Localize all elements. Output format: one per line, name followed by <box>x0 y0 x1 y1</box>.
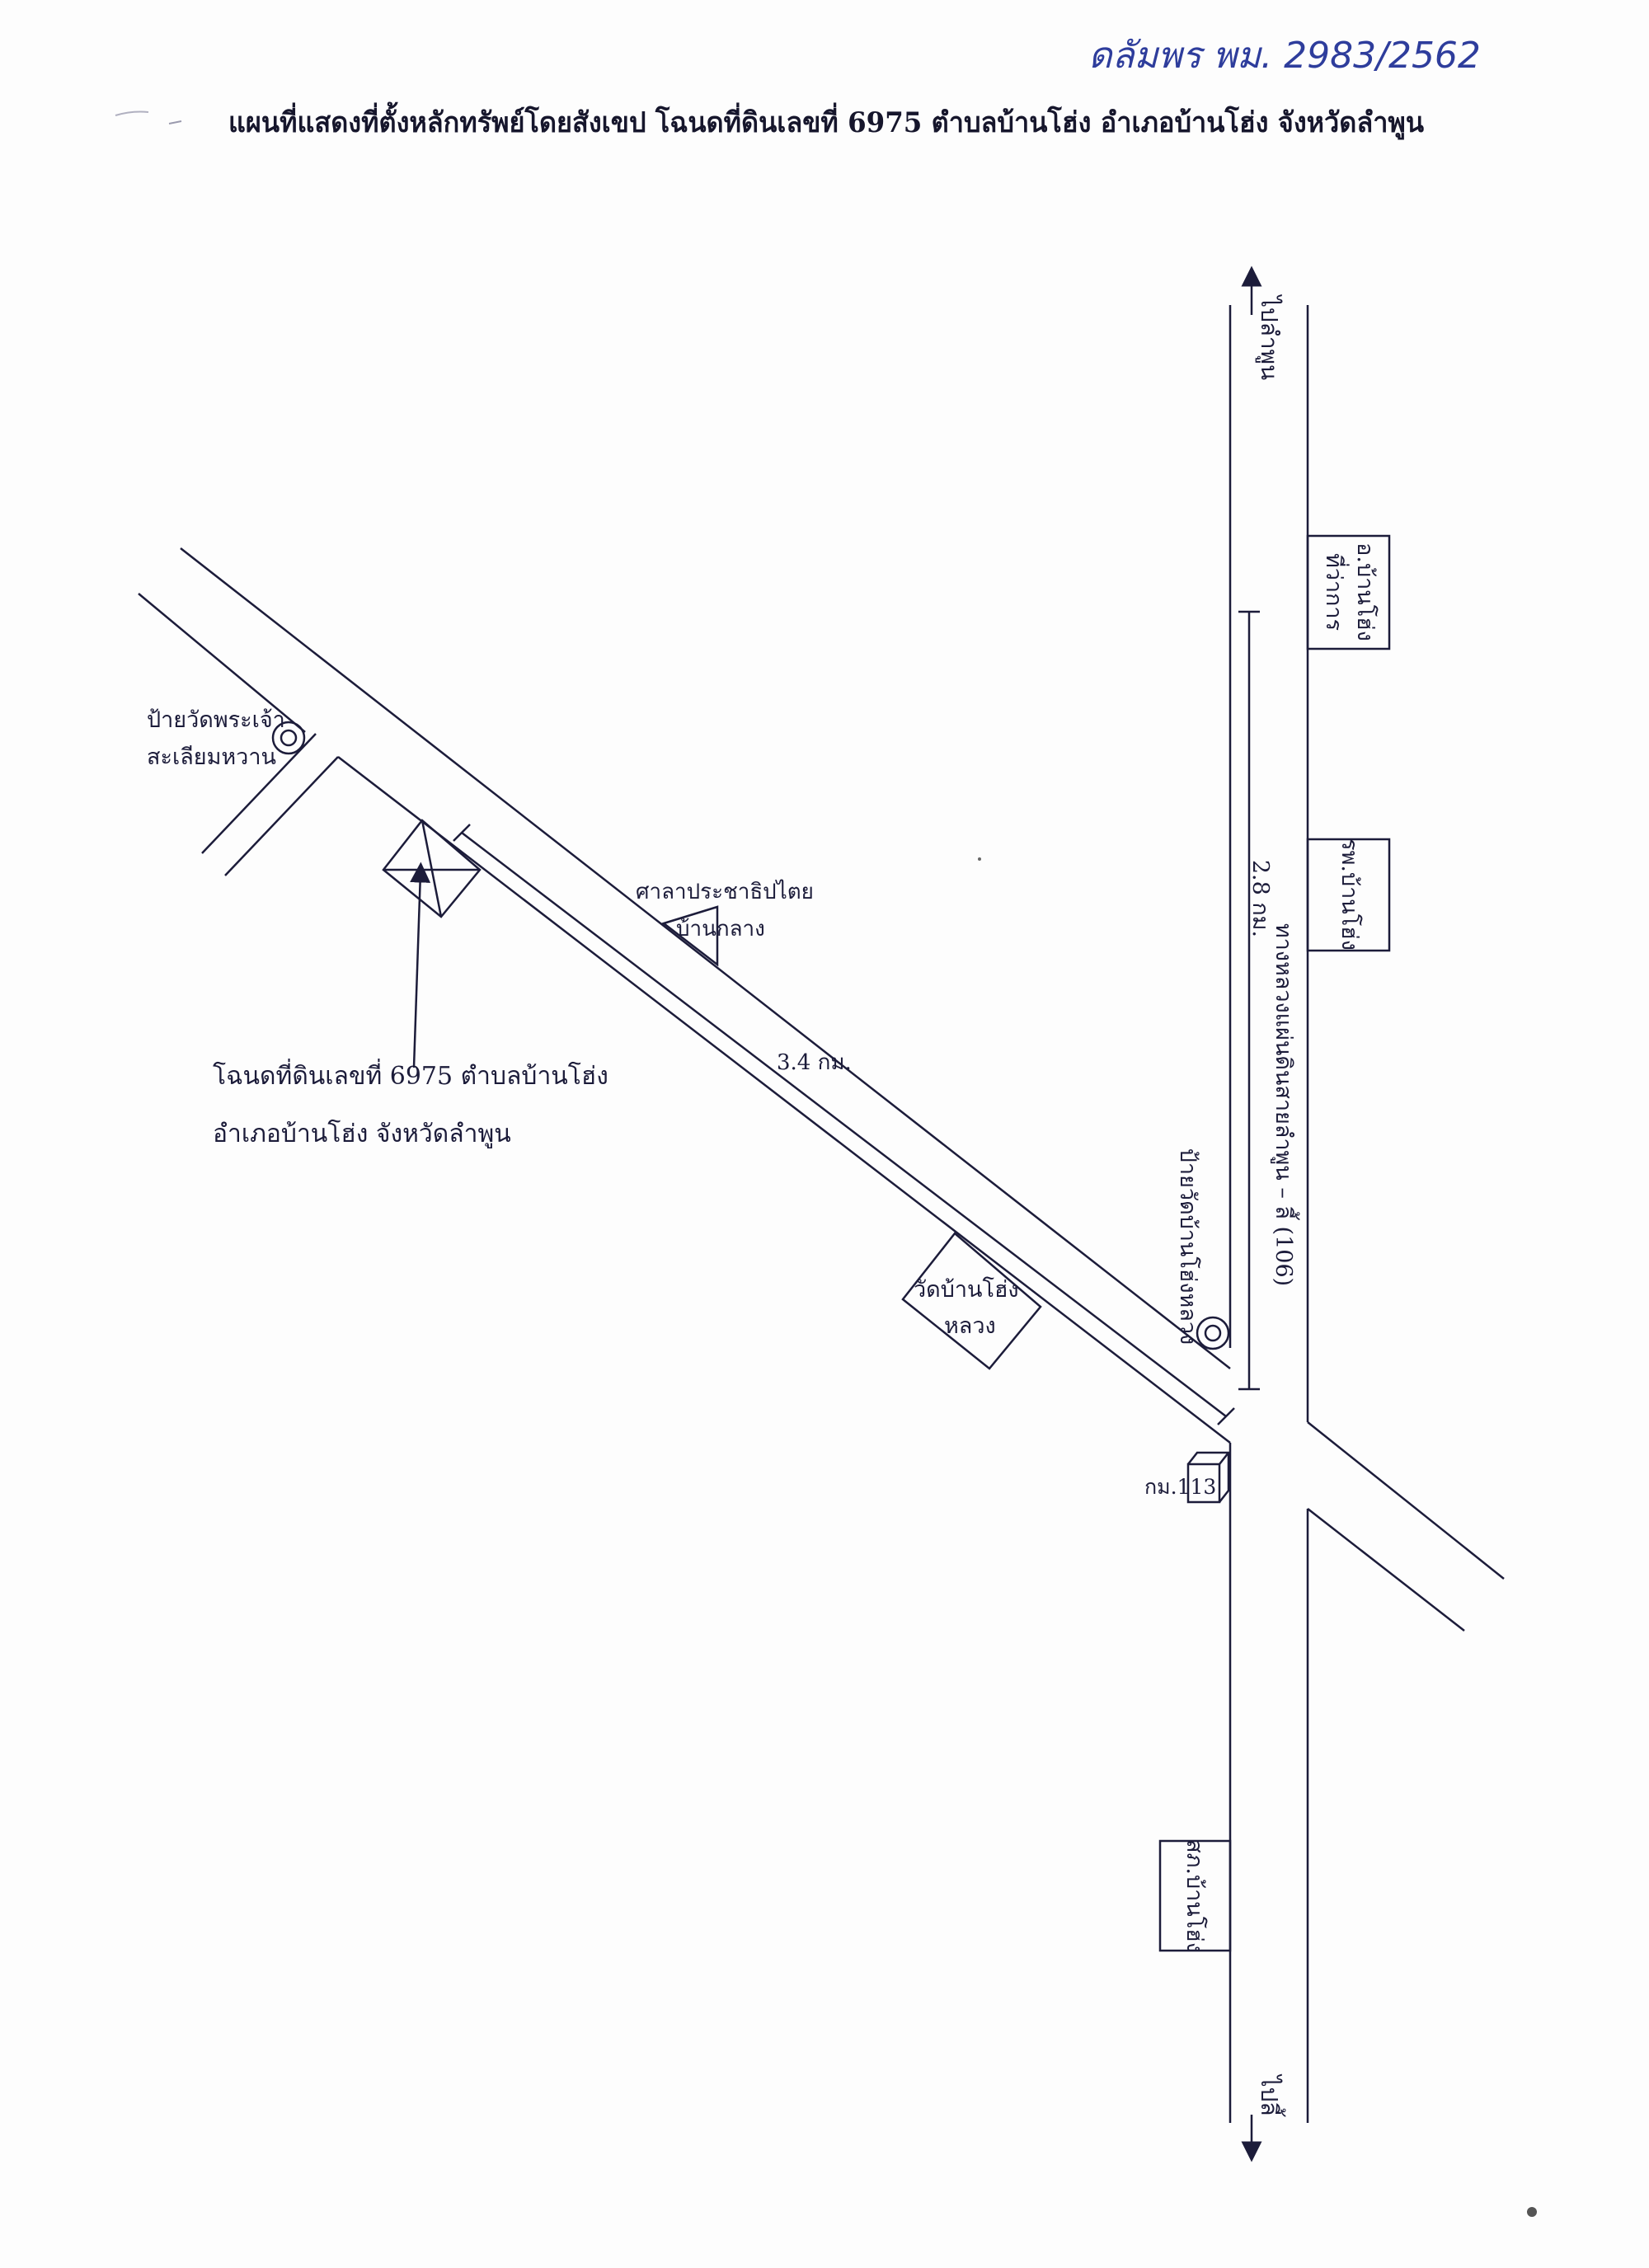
district-office-label-1: ที่ว่าการ <box>1321 553 1350 631</box>
scan-speck <box>1527 2207 1537 2217</box>
property-label-1: โฉนดที่ดินเลขที่ 6975 ตำบลบ้านโฮ่ง <box>213 1059 608 1091</box>
side-road-edge <box>224 756 339 876</box>
police-station-label: สภ.บ้านโฮ่ง <box>1182 1839 1207 1953</box>
sala-marker <box>661 905 719 967</box>
scan-speck <box>978 857 981 861</box>
property-label-2: อำเภอบ้านโฮ่ง จังหวัดลำพูน <box>213 1119 511 1148</box>
km-marker-box <box>1186 1463 1221 1504</box>
property-pointer-arrow <box>410 862 431 1068</box>
diagonal-road-lower-edge <box>138 593 306 733</box>
to-li-label: ไปลี้ <box>1256 2073 1286 2116</box>
distance-vertical-label: 2.8 กม. <box>1247 860 1273 937</box>
temple-box <box>901 1232 1042 1370</box>
km-marker-box-top <box>1187 1451 1231 1465</box>
diagonal-road-upper-edge <box>180 547 1231 1369</box>
distance-line-diagonal <box>461 832 1227 1417</box>
to-lamphun-label: ไปลำพูน <box>1255 294 1283 380</box>
road-network <box>138 265 1505 2162</box>
temple-label-2: หลวง <box>944 1313 996 1339</box>
district-office-label-2: อ.บ้านโฮ่ง <box>1352 542 1378 641</box>
distance-diagonal-label: 3.4 กม. <box>777 1050 852 1075</box>
temple-sign-1-label-2: สะเลียมหวาน <box>147 744 276 770</box>
temple-sign-icon <box>1196 1316 1230 1350</box>
temple-label-1: วัดบ้านโฮ่ง <box>914 1277 1019 1303</box>
distance-tick <box>1217 1407 1235 1425</box>
sala-label-1: ศาลาประชาธิปไตย <box>636 879 814 904</box>
temple-sign-2-label: ป้ายวัดบ้านโฮ่งหลวง <box>1175 1148 1200 1345</box>
hospital-label: รพ.บ้านโฮ่ง <box>1337 838 1362 951</box>
police-station-box <box>1158 1839 1232 1952</box>
map-title: แผนที่แสดงที่ตั้งหลักทรัพย์โดยสังเขป โฉน… <box>228 101 1424 140</box>
temple-sign-icon <box>280 729 298 747</box>
temple-sign-1-label-1: ป้ายวัดพระเจ้า <box>147 707 285 733</box>
temple-sign-icon <box>1204 1324 1222 1342</box>
sala-label-2: บ้านกลาง <box>676 917 765 941</box>
highway-name-label: ทางหลวงแผ่นดินสายลำพูน – ลี้ (106) <box>1271 923 1300 1286</box>
smudge-mark <box>168 120 182 124</box>
distance-tick <box>453 824 471 842</box>
side-road-edge <box>201 733 317 854</box>
diagonal-road-lower-edge <box>337 756 1231 1444</box>
branch-road-edge <box>1307 1421 1505 1580</box>
temple-sign-icon <box>271 721 306 755</box>
branch-road-edge <box>1307 1508 1465 1632</box>
property-marker-cross <box>420 819 443 918</box>
district-office-box <box>1306 534 1391 650</box>
km-marker-box-side <box>1219 1453 1230 1503</box>
km-marker-label: กม.113 <box>1144 1475 1216 1499</box>
hospital-box <box>1306 838 1391 952</box>
smudge-mark <box>115 110 149 116</box>
handwritten-case-number: ดลัมพร พม. 2983/2562 <box>1088 35 1481 77</box>
